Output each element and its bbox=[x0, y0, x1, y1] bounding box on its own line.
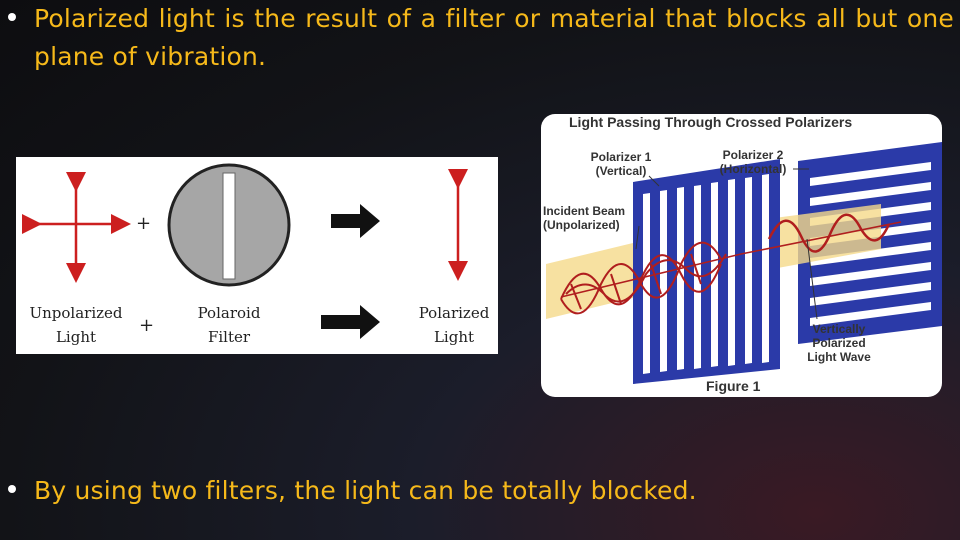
plus-sign: + bbox=[136, 213, 152, 234]
bullet-item: Polarized light is the result of a filte… bbox=[8, 0, 954, 80]
bullet-item: By using two filters, the light can be t… bbox=[8, 472, 908, 512]
polarized-wave-icon bbox=[740, 213, 902, 255]
figure-caption: Figure 1 bbox=[706, 378, 761, 394]
plus-sign: + bbox=[139, 315, 155, 336]
polaroid-filter-graphic bbox=[22, 163, 468, 339]
bullet-marker bbox=[8, 485, 16, 493]
polarizer1-label: Polarizer 1 (Vertical) bbox=[590, 150, 652, 178]
polaroid-filter-label: Polaroid Filter bbox=[197, 304, 261, 346]
incident-beam-label: Incident Beam (Unpolarized) bbox=[543, 204, 626, 232]
black-arrow-icon bbox=[321, 305, 380, 339]
bullet-text: Polarized light is the result of a filte… bbox=[34, 4, 954, 71]
polarized-light-label: Polarized Light bbox=[418, 304, 490, 346]
vertical-wave-label: Vertically Polarized Light Wave bbox=[807, 322, 871, 364]
unpolarized-wave-icon bbox=[560, 241, 742, 315]
bullet-text: By using two filters, the light can be t… bbox=[34, 476, 697, 505]
crossed-polarizers-figure: Light Passing Through Crossed Polarizers… bbox=[541, 114, 942, 397]
black-arrow-icon bbox=[331, 204, 380, 238]
crossed-polarizers-graphic bbox=[546, 142, 942, 384]
unpolarized-light-label: Unpolarized Light bbox=[29, 304, 123, 346]
polaroid-filter-icon bbox=[167, 163, 291, 287]
callout-lines bbox=[635, 168, 818, 320]
figure-title: Light Passing Through Crossed Polarizers bbox=[569, 114, 853, 130]
unpolarized-arrows-icon bbox=[22, 172, 131, 283]
polaroid-filter-diagram: + + Unpolarized Light Polaroid Filter Po… bbox=[16, 157, 498, 354]
polarizer2-label: Polarizer 2 (Horizontal) bbox=[719, 148, 787, 176]
vertical-polarizer-icon bbox=[633, 159, 780, 384]
bullet-marker bbox=[8, 13, 16, 21]
